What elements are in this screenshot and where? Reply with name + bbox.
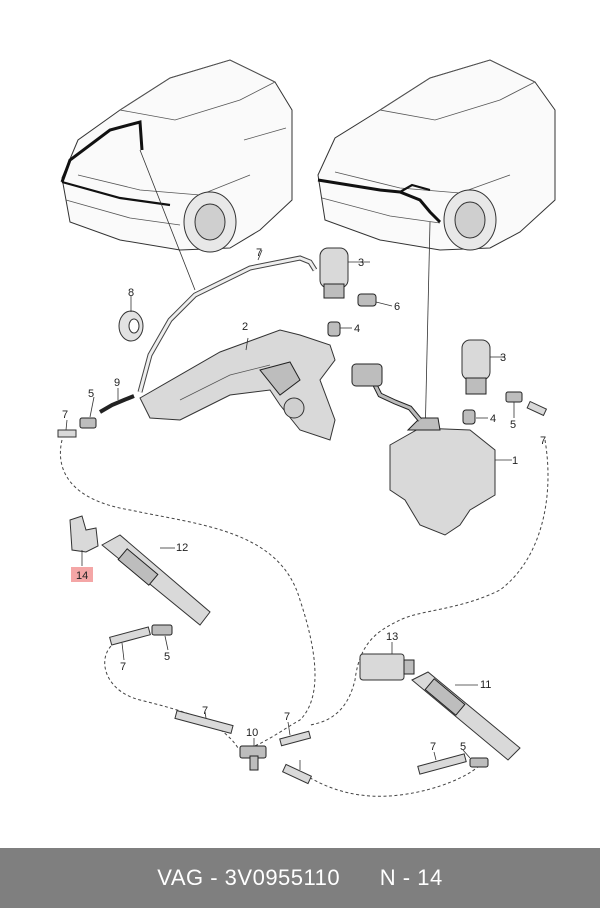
- callout-6: 6: [394, 301, 400, 313]
- callout-11: 11: [480, 679, 491, 691]
- callout-14: 14: [76, 570, 88, 582]
- t-connector-part-10: [239, 738, 267, 771]
- footer-position: N - 14: [379, 865, 443, 890]
- hose-part-7-bottom: [174, 710, 489, 785]
- callout-7-bottom-left: 7: [120, 661, 126, 673]
- callout-4-top: 4: [354, 323, 360, 335]
- callout-14-highlight: [71, 567, 93, 582]
- callout-labels: 1 2 3 3 4 4 5 5 5 5 6 7 7 7 7 7 7 7 8 9 …: [62, 247, 546, 753]
- control-unit-part-13: [359, 642, 415, 681]
- car-left-illustration: [60, 59, 293, 253]
- callout-5-left: 5: [88, 388, 94, 400]
- footer-part-number: 3V0955110: [224, 865, 341, 890]
- pump-part-3-top: [319, 247, 370, 299]
- callout-5-bottom-right: 5: [460, 741, 466, 753]
- nozzle-valve-part-5-left: [79, 396, 97, 429]
- hose-tube-7-top: [137, 255, 318, 393]
- callout-4-right: 4: [490, 413, 496, 425]
- callout-12: 12: [176, 542, 188, 554]
- callout-8: 8: [128, 287, 134, 299]
- footer-sep-1: -: [203, 865, 225, 890]
- callout-13: 13: [386, 631, 398, 643]
- tape-part-8: [118, 296, 144, 342]
- callout-5-bottom-left: 5: [164, 651, 170, 663]
- callout-7-right: 7: [540, 435, 546, 447]
- callout-7-top: 7: [256, 247, 262, 259]
- callout-7-bottom-b: 7: [284, 711, 290, 723]
- connector-part-9: [98, 388, 135, 414]
- callout-3-right: 3: [500, 352, 506, 364]
- callout-2: 2: [242, 321, 248, 333]
- hose-part-7-bottom-left: [109, 626, 151, 661]
- callout-7-left: 7: [62, 409, 68, 421]
- callout-7-bottom-a: 7: [202, 705, 208, 717]
- footer-gap: [340, 865, 380, 891]
- seal-part-4-top: [327, 321, 352, 337]
- car-right-illustration: [317, 59, 556, 251]
- parts-diagram: 1 2 3 3 4 4 5 5 5 5 6 7 7 7 7 7 7 7 8 9 …: [57, 59, 556, 797]
- washer-cylinder-part-11: [411, 671, 521, 761]
- callout-9: 9: [114, 377, 120, 389]
- washer-cylinder-part-12: [101, 534, 211, 626]
- nozzle-valve-part-5-right: [505, 391, 523, 418]
- callout-1: 1: [512, 455, 518, 467]
- footer-brand: VAG: [157, 865, 204, 890]
- hose-end-part-7-right: [526, 400, 548, 417]
- nozzle-valve-part-5-bottom-left: [151, 624, 173, 651]
- callout-5-right: 5: [510, 419, 516, 431]
- reservoir-part-1: [351, 363, 512, 536]
- seal-part-4-right: [462, 409, 488, 425]
- pump-part-3-right: [461, 339, 505, 395]
- bracket-part-2: [139, 329, 336, 441]
- connector-part-6: [357, 293, 393, 307]
- footer-bar: VAG - 3V0955110 N - 14: [0, 848, 600, 908]
- callout-10: 10: [246, 727, 258, 739]
- bracket-part-14: [69, 515, 99, 566]
- callout-3-top: 3: [358, 257, 364, 269]
- callout-7-bottom-right: 7: [430, 741, 436, 753]
- hose-end-part-7-left: [57, 429, 77, 438]
